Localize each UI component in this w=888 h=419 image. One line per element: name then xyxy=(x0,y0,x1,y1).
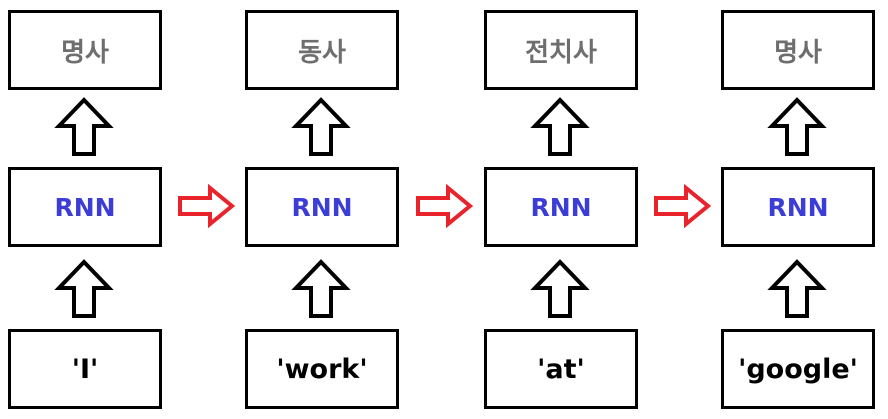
rnn-label-2: RNN xyxy=(291,192,353,222)
up-arrow-icon-input-1 xyxy=(57,260,111,318)
up-arrow-icon-output-4 xyxy=(770,98,824,156)
input-box-3: 'at' xyxy=(484,329,638,409)
rnn-label-3: RNN xyxy=(530,192,592,222)
input-box-4: 'google' xyxy=(721,329,875,409)
output-box-3: 전치사 xyxy=(484,10,638,90)
input-token-2: 'work' xyxy=(276,353,368,385)
output-label-2: 동사 xyxy=(298,37,346,68)
output-box-1: 명사 xyxy=(8,10,162,90)
up-arrow-icon-input-3 xyxy=(533,260,587,318)
up-arrow-icon-output-3 xyxy=(533,98,587,156)
right-arrow-icon-2 xyxy=(416,186,472,226)
rnn-label-1: RNN xyxy=(54,192,116,222)
right-arrow-icon-1 xyxy=(178,186,234,226)
up-arrow-icon-input-4 xyxy=(770,260,824,318)
input-box-2: 'work' xyxy=(245,329,399,409)
up-arrow-icon-input-2 xyxy=(294,260,348,318)
output-label-3: 전치사 xyxy=(525,37,597,68)
right-arrow-icon-3 xyxy=(654,186,710,226)
input-token-4: 'google' xyxy=(738,353,858,385)
output-box-2: 동사 xyxy=(245,10,399,90)
up-arrow-icon-output-1 xyxy=(57,98,111,156)
rnn-cell-2: RNN xyxy=(245,167,399,247)
output-label-4: 명사 xyxy=(774,37,822,68)
rnn-label-4: RNN xyxy=(767,192,829,222)
rnn-cell-4: RNN xyxy=(721,167,875,247)
input-box-1: 'I' xyxy=(8,329,162,409)
output-box-4: 명사 xyxy=(721,10,875,90)
rnn-cell-1: RNN xyxy=(8,167,162,247)
input-token-1: 'I' xyxy=(71,353,99,385)
output-label-1: 명사 xyxy=(61,37,109,68)
up-arrow-icon-output-2 xyxy=(294,98,348,156)
input-token-3: 'at' xyxy=(537,353,585,385)
rnn-cell-3: RNN xyxy=(484,167,638,247)
